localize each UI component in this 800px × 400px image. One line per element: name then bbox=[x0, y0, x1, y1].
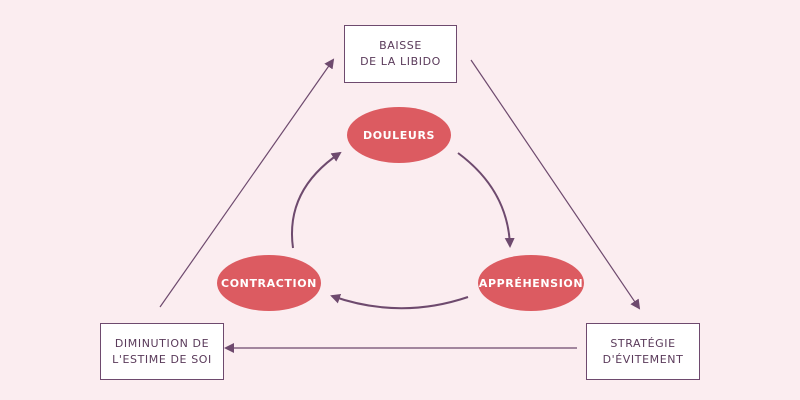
arrow-contraction-to-douleurs bbox=[291, 151, 342, 249]
node-contraction: CONTRACTION bbox=[217, 255, 321, 311]
node-contraction-label: CONTRACTION bbox=[221, 276, 317, 290]
node-apprehension-label: APPRÉHENSION bbox=[478, 276, 584, 290]
node-strategie-evitement: STRATÉGIE D'ÉVITEMENT bbox=[586, 323, 700, 380]
node-strategie-evitement-line1: STRATÉGIE bbox=[610, 336, 676, 350]
arrow-estime-to-libido bbox=[159, 58, 335, 308]
node-douleurs-label: DOULEURS bbox=[362, 128, 436, 142]
node-strategie-evitement-line2: D'ÉVITEMENT bbox=[602, 352, 684, 366]
node-diminution-estime-line1: DIMINUTION DE bbox=[114, 336, 210, 350]
arrow-libido-to-evitement bbox=[470, 59, 641, 310]
node-diminution-estime: DIMINUTION DE L'ESTIME DE SOI bbox=[100, 323, 224, 380]
node-apprehension: APPRÉHENSION bbox=[478, 255, 584, 311]
node-baisse-libido: BAISSE DE LA LIBIDO bbox=[344, 25, 457, 83]
node-baisse-libido-line1: BAISSE bbox=[379, 39, 422, 52]
node-douleurs: DOULEURS bbox=[347, 107, 451, 163]
node-baisse-libido-line2: DE LA LIBIDO bbox=[360, 55, 441, 68]
arrow-douleurs-to-apprehension bbox=[457, 152, 515, 248]
node-diminution-estime-line2: L'ESTIME DE SOI bbox=[112, 352, 212, 366]
arrow-apprehension-to-contraction bbox=[330, 293, 469, 310]
